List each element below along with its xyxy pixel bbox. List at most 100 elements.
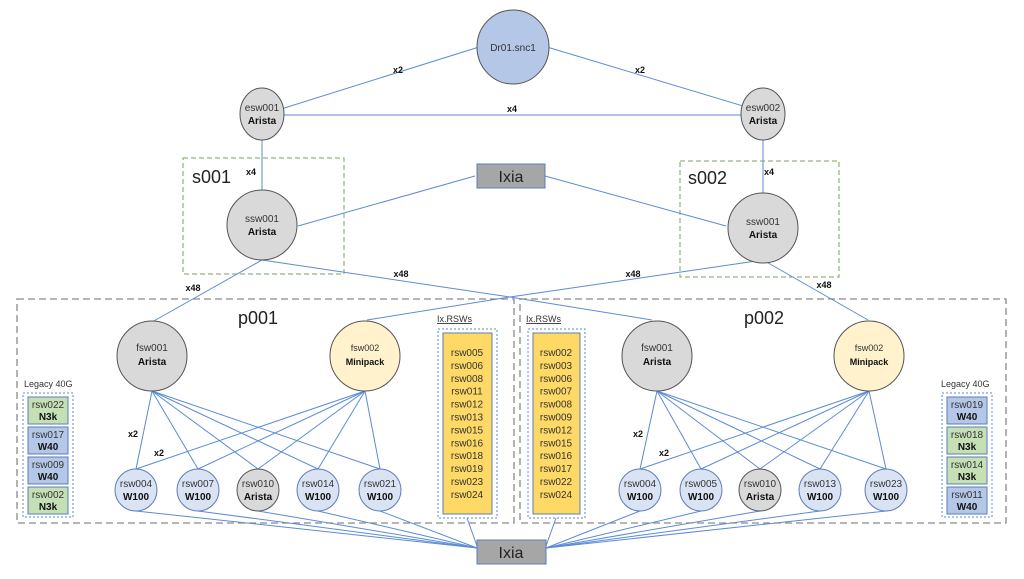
group-title-p001: p001 [238,308,278,328]
switch-icon [738,468,782,512]
link-label: x4 [507,104,517,114]
ixia-label: Ixia [499,169,524,186]
node-name: fsw002 [351,343,380,353]
link-ixlist-ixia [466,517,478,547]
node-p001-fsw001[interactable]: fsw001 Arista [116,320,188,392]
node-model: Arista [138,357,167,368]
ix-rsw-item: rsw005 [451,348,484,359]
rsw-name: rsw007 [182,479,215,490]
p002-ix-rsws: Ix.RSWs rsw002rsw003rsw006rsw007rsw008rs… [526,314,586,519]
link-label: x48 [393,269,408,279]
link-fsw-rsw [819,390,870,470]
ixia-top[interactable]: Ixia [476,163,546,189]
ix-rsws-title: Ix.RSWs [526,314,561,324]
ix-rsw-item: rsw006 [451,361,484,372]
legacy-rsw-name: rsw009 [32,460,65,471]
node-esw002[interactable]: esw002 Arista [740,87,786,141]
legacy-rsw-model: N3k [958,472,977,483]
node-p001-fsw002[interactable]: fsw002 Minipack [329,320,401,392]
ixia-bottom[interactable]: Ixia [476,539,547,565]
node-esw001[interactable]: esw001 Arista [239,87,285,141]
node-name: fsw001 [136,343,168,354]
link-s001-p002-b [509,296,653,321]
link-label: x2 [128,429,138,439]
ix-rsw-item: rsw015 [540,438,573,449]
ix-rsw-item: rsw006 [540,374,573,385]
ix-rsw-item: rsw022 [540,477,573,488]
rsw-model: W100 [123,492,150,503]
legacy-rsw-box [946,456,988,485]
ix-list-bg [532,332,581,515]
router-icon [476,9,550,85]
node-s001-ssw001[interactable]: ssw001 Arista [226,189,298,261]
ixia-bottom-links [135,510,887,549]
link-rsw-ixia [545,510,761,549]
ix-rsw-item: rsw003 [540,361,573,372]
switch-icon [740,87,786,141]
node-p002-fsw001[interactable]: fsw001 Arista [621,320,693,392]
ixia-label: Ixia [499,545,524,562]
link-fsw-rsw [639,390,658,470]
rsw-model: W100 [185,492,212,503]
node-dr01[interactable]: Dr01.snc1 [476,9,550,85]
node-model: Minipack [346,357,386,367]
ix-rsw-item: rsw024 [451,490,484,501]
node-name: ssw001 [245,214,279,225]
link-label: x2 [635,65,645,75]
link-rsw-ixia [545,510,702,549]
link-rsw-ixia [197,510,478,549]
switch-icon [296,468,340,512]
node-p002-fsw002[interactable]: fsw002 Minipack [833,320,905,392]
rsw-model: W100 [807,492,834,503]
link-s001-p001-fsw001 [151,259,263,323]
link-ixia-s001 [297,175,476,227]
node-s002-ssw001[interactable]: ssw001 Arista [727,192,799,264]
legacy-rsw-box [946,396,988,425]
rsw-model: W100 [873,492,900,503]
node-model: Arista [248,227,277,238]
group-box-p001 [16,298,515,524]
rsw-name: rsw005 [685,479,718,490]
rsw-name: rsw021 [364,479,397,490]
link-fsw-rsw [656,390,702,470]
legacy-rsw-box [27,456,69,485]
switch-icon [236,468,280,512]
ix-list-border [527,328,586,519]
legacy-rsw-box [27,396,69,425]
node-model: Arista [749,116,778,127]
switch-icon [226,189,298,261]
rsw-model: W100 [627,492,654,503]
ix-rsw-item: rsw017 [540,464,573,475]
legacy-rsw-box [946,426,988,455]
link-rsw-ixia [545,510,821,549]
node-name: ssw001 [746,217,780,228]
rsw-name: rsw004 [120,479,153,490]
link-rsw-ixia [135,510,478,549]
ix-rsw-item: rsw016 [451,438,484,449]
link-fsw-rsw [151,390,381,470]
ix-rsw-item: rsw008 [451,374,484,385]
link-s001-p002-a [261,259,511,298]
link-s002-p001-b [366,296,511,321]
switch-icon [116,320,188,392]
rsw-name: rsw010 [744,479,777,490]
legacy-rsw-model: N3k [958,442,977,453]
